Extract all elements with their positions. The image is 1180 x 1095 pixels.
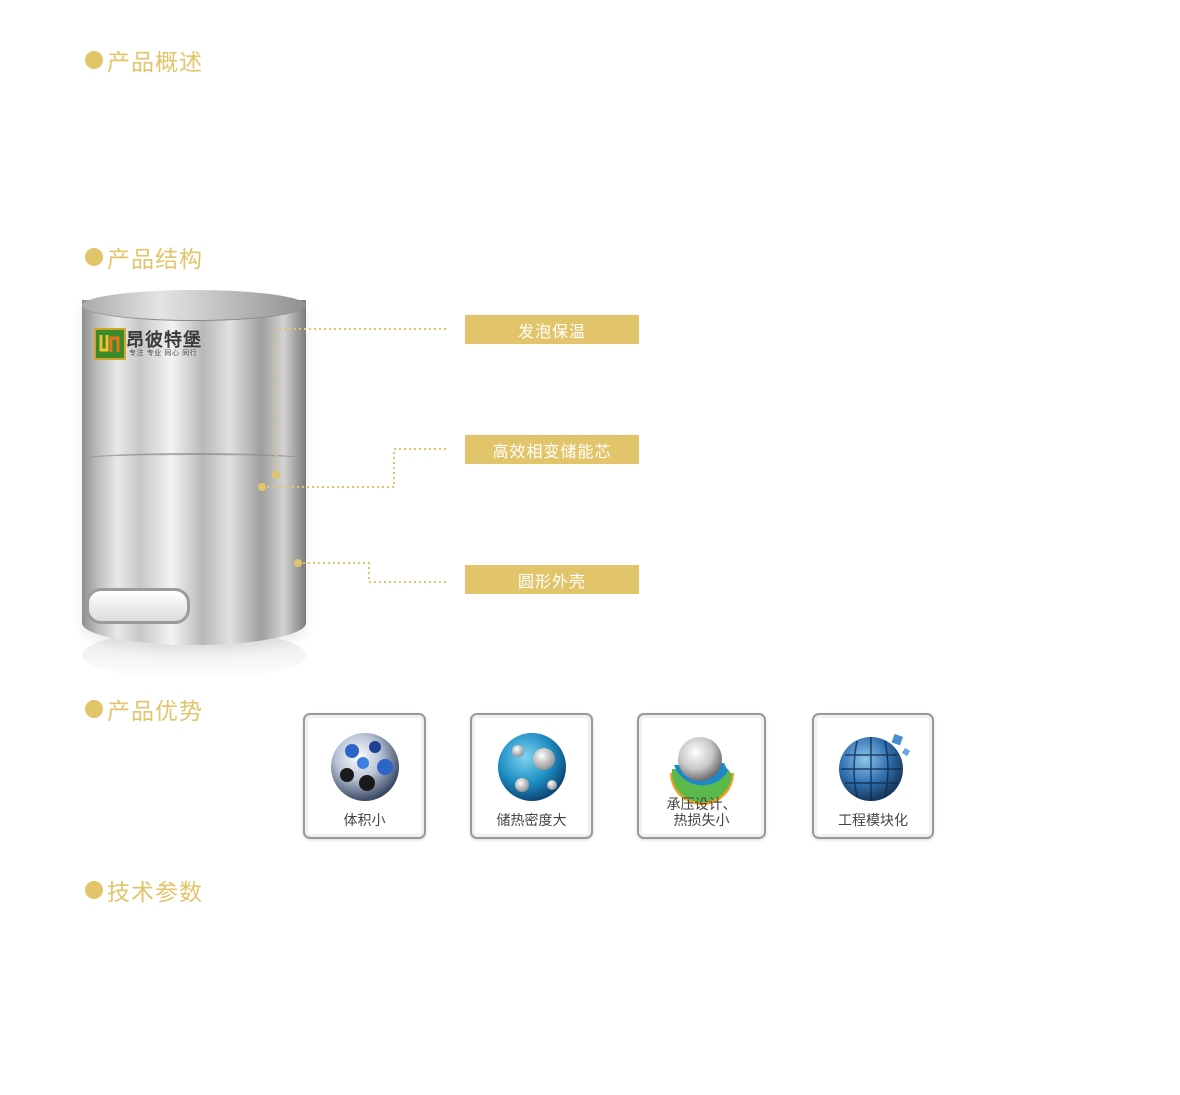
- tank-top: [82, 290, 306, 321]
- advantage-card-modular: 工程模块化: [812, 713, 934, 839]
- section-title-advantages: 产品优势: [85, 694, 203, 725]
- brand-name: 昂彼特堡: [126, 330, 202, 351]
- advantage-card-pressure-design: 承压设计、 热损失小: [637, 713, 766, 839]
- tank-seam: [82, 453, 306, 465]
- section-title-tech: 技术参数: [85, 875, 203, 906]
- bullet-dot-icon: [85, 881, 103, 899]
- sphere-holes-icon: [497, 733, 566, 801]
- advantage-label: 体积小: [343, 813, 386, 829]
- advantage-label: 储热密度大: [496, 813, 567, 829]
- section-title-structure: 产品结构: [85, 242, 203, 273]
- bullet-dot-icon: [85, 51, 103, 69]
- sphere-modules-icon: [839, 733, 911, 801]
- brand-logo-icon: [94, 328, 126, 360]
- section-title-text: 产品概述: [107, 50, 203, 76]
- tank-window-panel: [86, 588, 190, 624]
- advantage-label: 工程模块化: [838, 813, 908, 829]
- brand-slogan: 专注 专业 同心 同行: [129, 349, 198, 357]
- advantage-label: 承压设计、 热损失小: [666, 797, 737, 829]
- sphere-dots-icon: [330, 733, 399, 801]
- callout-foam-insulation: 发泡保温: [465, 315, 639, 344]
- section-title-text: 产品优势: [107, 699, 203, 725]
- section-title-text: 产品结构: [107, 247, 203, 273]
- advantage-card-heat-density: 储热密度大: [470, 713, 593, 839]
- section-title-text: 技术参数: [107, 880, 203, 906]
- bullet-dot-icon: [85, 700, 103, 718]
- advantage-card-small-volume: 体积小: [303, 713, 426, 839]
- section-title-overview: 产品概述: [85, 45, 203, 76]
- product-tank-image: 昂彼特堡 专注 专业 同心 同行: [76, 290, 316, 690]
- sphere-layers-icon: [669, 737, 734, 805]
- bullet-dot-icon: [85, 248, 103, 266]
- callout-round-shell: 圆形外壳: [465, 565, 639, 594]
- callout-phase-change-core: 高效相变储能芯: [465, 435, 639, 464]
